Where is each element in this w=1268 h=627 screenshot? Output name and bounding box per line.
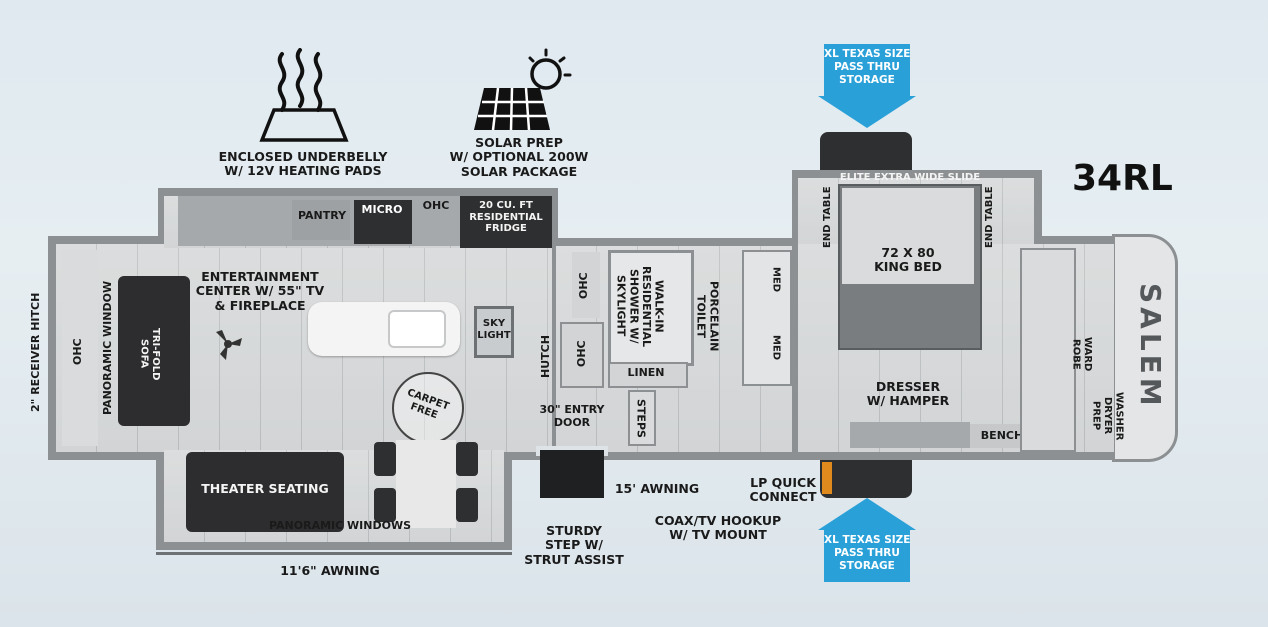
- hall-ohc-top-label: OHC: [577, 272, 590, 300]
- wardrobe: [1020, 248, 1076, 452]
- rear-awning-label: 11'6" AWNING: [280, 563, 380, 578]
- linen-closet: [608, 362, 688, 388]
- steps: [628, 390, 656, 446]
- receiver-hitch-label: 2" RECEIVER HITCH: [29, 292, 42, 412]
- fridge-label: 20 CU. FT RESIDENTIAL FRIDGE: [469, 200, 543, 234]
- model-name: 34RL: [1072, 158, 1173, 199]
- carpet-free-badge: [392, 372, 464, 444]
- pass-thru-storage-top: [820, 132, 912, 172]
- heating-icon: [259, 48, 349, 142]
- wardrobe-label: WARD ROBE: [1070, 336, 1094, 372]
- theater-seating: [186, 452, 344, 532]
- skylight: [474, 306, 514, 358]
- med-top-label: MED: [770, 267, 782, 293]
- brand-logo: SALEM: [1134, 282, 1168, 410]
- washer-dryer-label: WASHER DRYER PREP: [1090, 391, 1125, 441]
- entry-door-label: 30" ENTRY DOOR: [539, 403, 605, 429]
- hall-ohc-bottom-label: OHC: [575, 340, 588, 368]
- pass-thru-storage-bottom: [820, 458, 912, 498]
- med-bottom-label: MED: [770, 335, 782, 361]
- coax-label: COAX/TV HOOKUP W/ TV MOUNT: [654, 513, 782, 543]
- pantry: [292, 200, 350, 240]
- skylight-label: SKY LIGHT: [477, 318, 511, 341]
- pantry-label: PANTRY: [297, 209, 347, 222]
- linen-label: LINEN: [627, 366, 665, 379]
- theater-seating-label: THEATER SEATING: [201, 481, 329, 496]
- hall-ohc: [572, 252, 600, 318]
- panoramic-window-label: PANORAMIC WINDOW: [101, 280, 114, 416]
- solar-panel-icon: [474, 48, 572, 131]
- bed-sheets: [842, 188, 974, 284]
- front-awning-label: 15' AWNING: [614, 481, 700, 496]
- steps-label: STEPS: [634, 398, 648, 438]
- rear-ohc-label: OHC: [71, 338, 84, 366]
- sink-icon: [388, 310, 446, 348]
- underbelly-feature: ENCLOSED UNDERBELLY W/ 12V HEATING PADS: [218, 149, 388, 179]
- microwave: [354, 200, 412, 244]
- tri-fold-sofa: [118, 276, 190, 426]
- bench-label: BENCH: [980, 429, 1024, 442]
- sofa-label: TRI-FOLD SOFA: [138, 327, 162, 381]
- dresser: [850, 422, 970, 448]
- king-bed-label: 72 X 80 KING BED: [874, 245, 942, 275]
- lp-connector: [822, 462, 832, 494]
- residential-fridge: [460, 196, 552, 248]
- dinette-chair: [374, 488, 396, 522]
- bath-vanity: [742, 250, 792, 386]
- solar-feature: SOLAR PREP W/ OPTIONAL 200W SOLAR PACKAG…: [449, 135, 589, 179]
- dinette-chair: [374, 442, 396, 476]
- hutch: [560, 322, 604, 388]
- dresser-label: DRESSER W/ HAMPER: [866, 379, 950, 409]
- toilet-label: PORCELAIN TOILET: [694, 280, 721, 352]
- fan-icon: [216, 330, 242, 360]
- dinette-table: [396, 440, 456, 528]
- elite-slide-label: ELITE EXTRA WIDE SLIDE: [839, 172, 981, 183]
- end-table-right-label: END TABLE: [984, 186, 995, 248]
- sturdy-step-label: STURDY STEP W/ STRUT ASSIST: [524, 523, 624, 567]
- hutch-label: HUTCH: [539, 335, 552, 379]
- dinette-chair: [456, 488, 478, 522]
- storage-callout-top: XL TEXAS SIZE PASS THRU STORAGE: [818, 44, 916, 130]
- shower-label: WALK-IN RESIDENTIAL SHOWER W/ SKYLIGHT: [614, 265, 666, 347]
- rear-ohc: [62, 250, 98, 446]
- lp-quick-connect-label: LP QUICK CONNECT: [749, 475, 817, 505]
- dinette-chair: [456, 442, 478, 476]
- storage-callout-bottom: XL TEXAS SIZE PASS THRU STORAGE: [818, 498, 916, 584]
- entertainment-center-label: ENTERTAINMENT CENTER W/ 55" TV & FIREPLA…: [195, 269, 325, 313]
- awning-line: [156, 552, 512, 555]
- panoramic-windows-label: PANORAMIC WINDOWS: [268, 519, 412, 532]
- kitchen-ohc-label: OHC: [422, 199, 450, 212]
- front-cap: [1112, 234, 1178, 462]
- sturdy-step: [540, 450, 604, 498]
- end-table-left-label: END TABLE: [822, 186, 833, 248]
- micro-label: MICRO: [361, 203, 403, 216]
